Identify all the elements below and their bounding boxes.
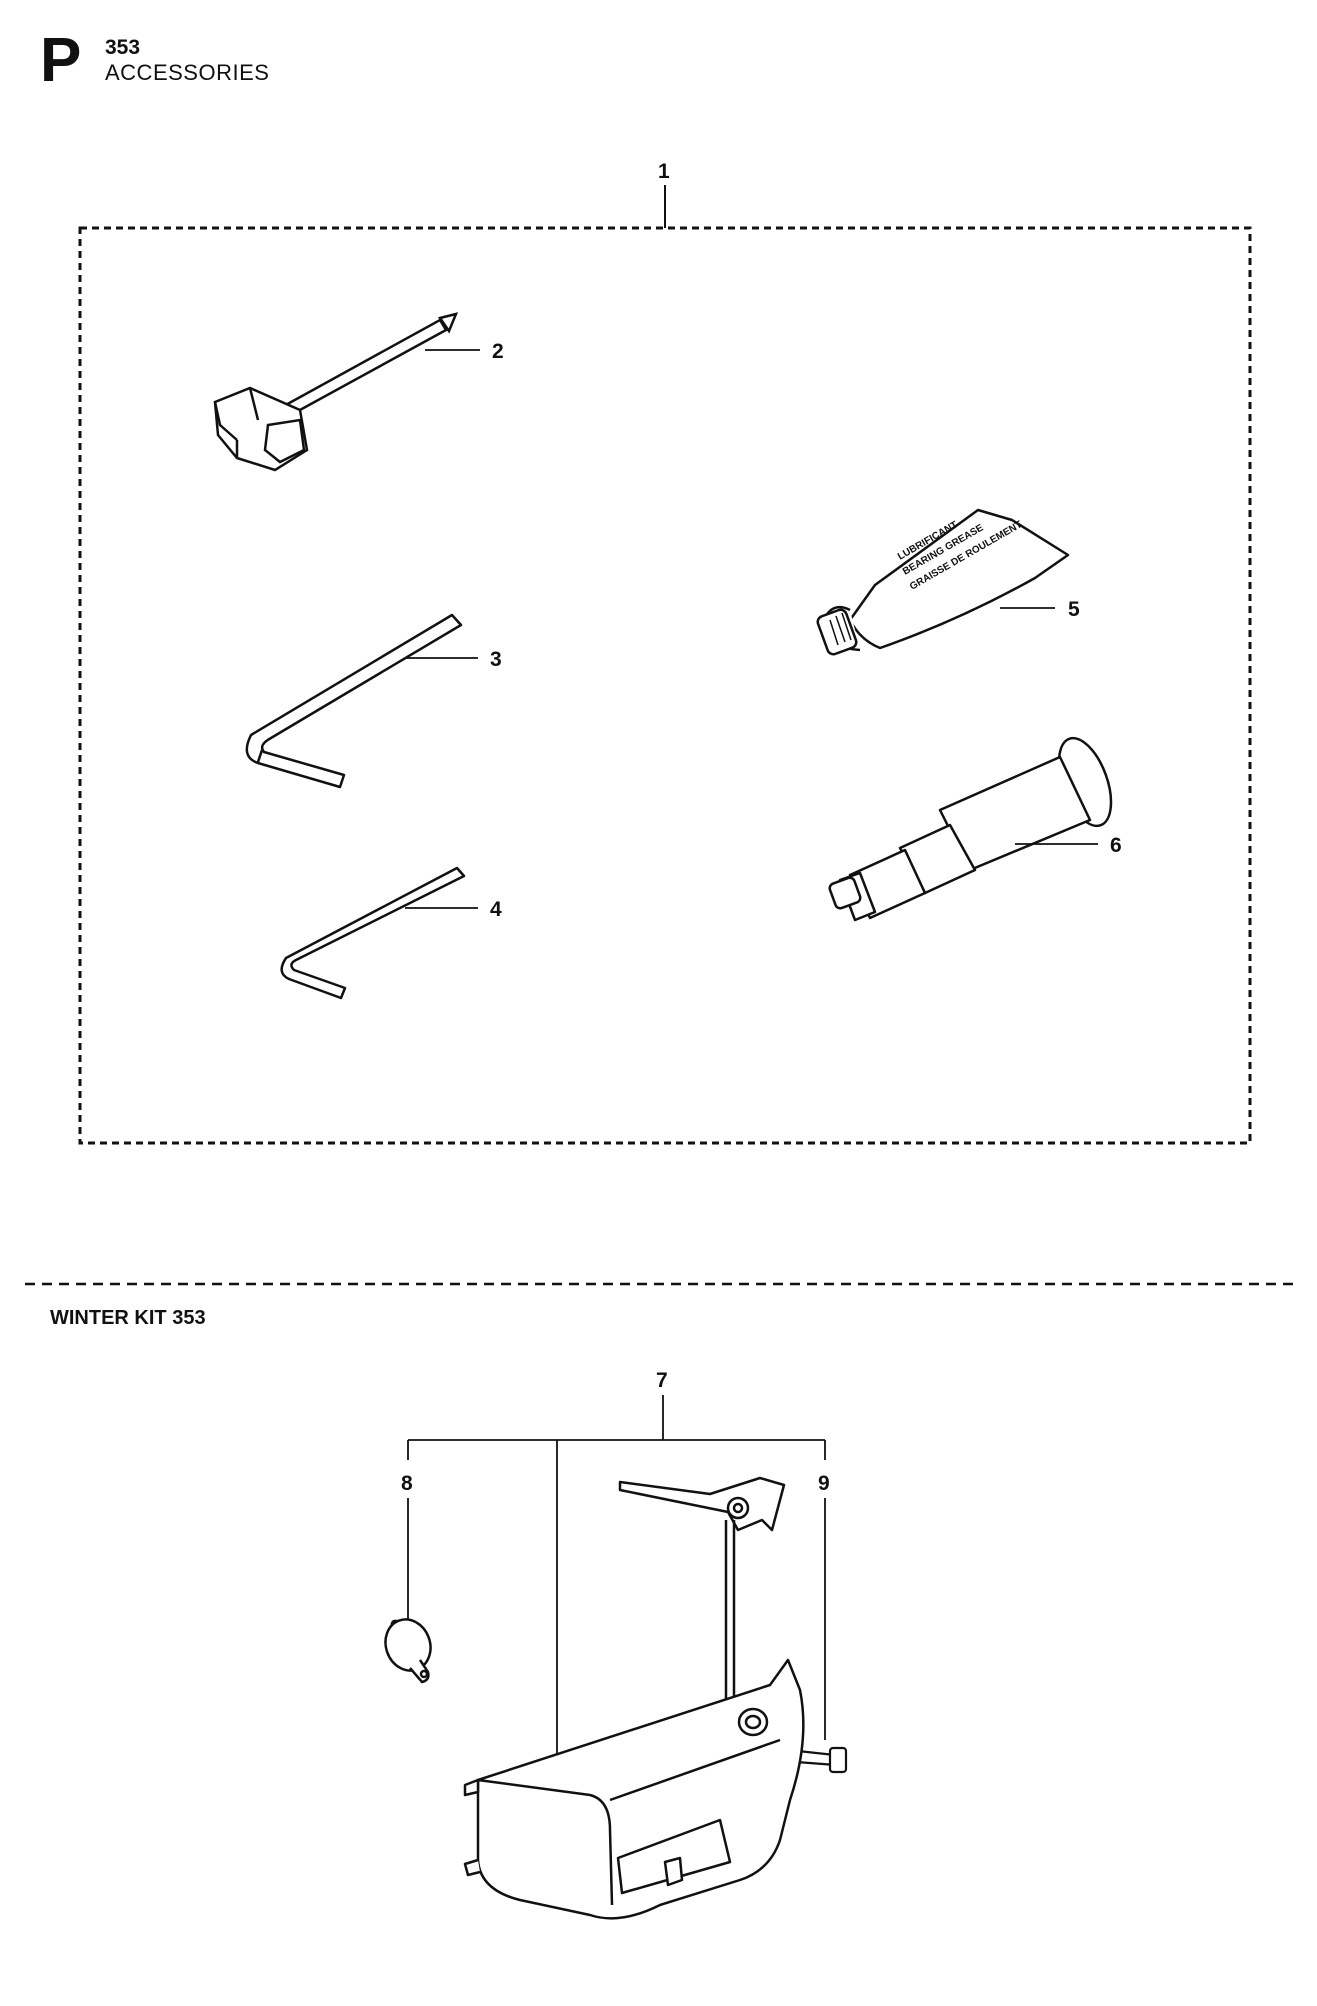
combination-spanner: [213, 312, 459, 472]
callout-1: 1: [658, 160, 670, 183]
callout-9: 9: [818, 1472, 830, 1495]
callout-6: 6: [1110, 834, 1122, 857]
grease-tube: LUBRIFICANT BEARING GREASE GRAISSE DE RO…: [816, 508, 1070, 656]
callout-5: 5: [1068, 598, 1080, 621]
callout-8: 8: [401, 1472, 413, 1495]
winter-lever: [618, 1476, 786, 1700]
grease-gun: [828, 736, 1113, 922]
callout-7: 7: [656, 1369, 668, 1392]
winter-kit-bracket: [407, 1395, 826, 1760]
section-letter: P: [40, 26, 82, 95]
winter-cover: [463, 1658, 805, 1920]
callout-4: 4: [490, 898, 502, 921]
model-number: 353: [105, 36, 141, 59]
hex-key-small: [280, 866, 466, 1000]
page-title: ACCESSORIES: [105, 60, 270, 85]
hex-key-large: [245, 613, 463, 789]
callout-2: 2: [492, 340, 504, 363]
callout-3: 3: [490, 648, 502, 671]
winter-kit-title: WINTER KIT 353: [50, 1307, 206, 1329]
accessory-kit-box: [78, 226, 1252, 1145]
intake-plug: [384, 1618, 432, 1684]
